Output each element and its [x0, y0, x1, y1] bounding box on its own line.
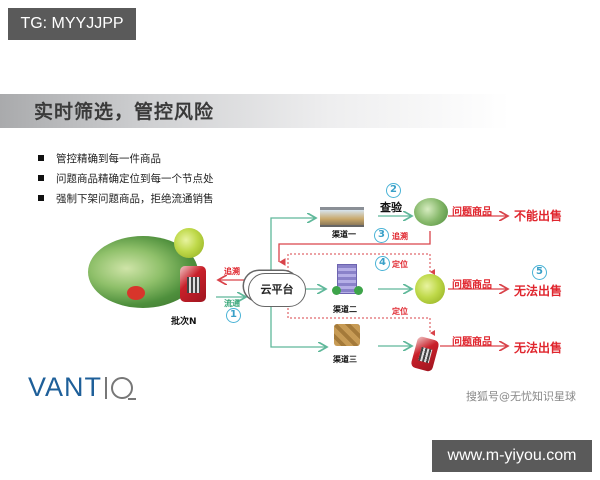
bullet-text: 强制下架问题商品，拒绝流通销售 — [56, 192, 214, 205]
bullet-square-icon — [38, 195, 44, 201]
locate-label-bottom: 定位 — [392, 307, 408, 316]
trace-label-step3: 追溯 — [392, 232, 408, 241]
bullet-square-icon — [38, 175, 44, 181]
logo-divider — [105, 376, 107, 399]
cargo-boxes-icon — [334, 324, 360, 346]
warehouse-building-icon — [337, 264, 357, 294]
step-2-badge: 2 — [386, 183, 401, 198]
bullet-item: 管控精确到每一件商品 — [38, 148, 214, 168]
channel-3-label: 渠道三 — [333, 355, 357, 364]
bush-icon — [354, 286, 363, 295]
lime-product-icon — [415, 274, 445, 304]
flow-label: 流通 — [224, 299, 240, 308]
logo-q-globe-icon — [110, 376, 136, 400]
batch-label: 批次N — [171, 317, 197, 327]
bullet-item: 问题商品精确定位到每一个节点处 — [38, 168, 214, 188]
step-3-badge: 3 — [374, 228, 389, 243]
trace-label: 追溯 — [224, 267, 240, 276]
step-1-badge: 1 — [226, 308, 241, 323]
problem-label-2: 问题商品 — [452, 280, 492, 291]
rfid-tag-icon — [180, 266, 206, 302]
bullet-text: 问题商品精确定位到每一个节点处 — [56, 172, 214, 185]
step-4-badge: 4 — [375, 256, 390, 271]
lime-icon — [174, 228, 204, 258]
inspect-label: 查验 — [380, 201, 402, 214]
outcome-1: 不能出售 — [514, 209, 563, 223]
bullet-list: 管控精确到每一件商品 问题商品精确定位到每一个节点处 强制下架问题商品，拒绝流通… — [38, 148, 214, 208]
title-band — [0, 94, 600, 128]
outcome-2: 无法出售 — [514, 284, 563, 298]
slide-title: 实时筛选，管控风险 — [34, 101, 215, 123]
bullet-text: 管控精确到每一件商品 — [56, 152, 161, 165]
bullet-square-icon — [38, 155, 44, 161]
cloud-platform: 云平台 — [248, 273, 306, 307]
store-icon — [320, 207, 364, 227]
vegetable-product-icon — [414, 198, 448, 226]
bullet-item: 强制下架问题商品，拒绝流通销售 — [38, 188, 214, 208]
bush-icon — [332, 286, 341, 295]
step-5-badge: 5 — [532, 265, 547, 280]
tg-badge: TG: MYYJJPP — [8, 8, 136, 40]
problem-label-1: 问题商品 — [452, 207, 492, 218]
problem-label-3: 问题商品 — [452, 337, 492, 348]
tomato-icon — [127, 286, 145, 300]
channel-2-label: 渠道二 — [333, 305, 357, 314]
outcome-3: 无法出售 — [514, 341, 563, 355]
watermark: 搜狐号@无忧知识星球 — [466, 390, 576, 403]
url-badge: www.m-yiyou.com — [432, 440, 592, 472]
logo-text: VANT — [28, 372, 103, 402]
channel-1-label: 渠道一 — [332, 230, 356, 239]
locate-label-top: 定位 — [392, 260, 408, 269]
vantiq-logo: VANT — [28, 372, 136, 403]
